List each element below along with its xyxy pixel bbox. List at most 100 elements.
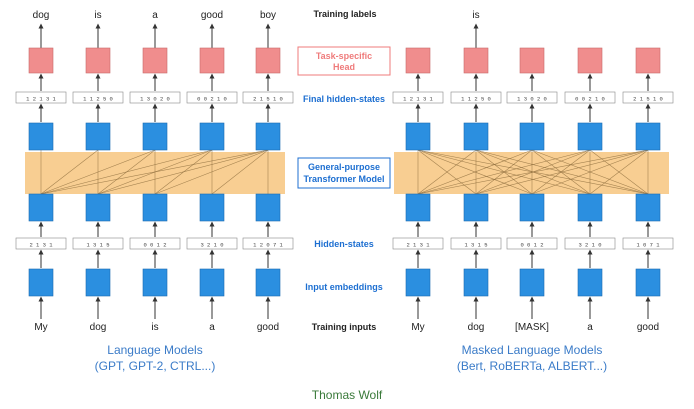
right-hidden-vector-values: 1 0 7 1 <box>636 242 660 249</box>
right-final-vector-values: 1 2 1 3 1 <box>403 96 433 103</box>
right-attention-line <box>417 149 533 195</box>
right-embedding-box <box>577 268 603 297</box>
left-training-label: good <box>201 10 223 21</box>
general-purpose-box <box>297 157 391 189</box>
right-final-vector-values: 0 0 2 1 0 <box>575 96 605 103</box>
right-transformer-top-box <box>463 122 489 151</box>
left-final-vector-values: 1 3 0 2 0 <box>140 96 170 103</box>
right-hidden-vector <box>564 237 616 250</box>
right-head-box <box>463 47 489 74</box>
right-embedding-box <box>635 268 661 297</box>
left-head-box <box>28 47 54 74</box>
right-caption-line2: (Bert, RoBERTa, ALBERT...) <box>457 359 607 373</box>
right-transformer-bottom-box <box>463 193 489 222</box>
left-training-label: boy <box>260 10 276 21</box>
left-training-input: dog <box>90 322 107 333</box>
left-training-input: a <box>209 322 215 333</box>
right-training-input: a <box>587 322 593 333</box>
final-hidden-label: Final hidden-states <box>303 94 385 104</box>
left-transformer-bottom-box <box>199 193 225 222</box>
left-attention-line <box>40 149 213 195</box>
right-transformer-bottom-box <box>635 193 661 222</box>
left-hidden-vector <box>186 237 238 250</box>
left-transformer-bottom-box <box>142 193 168 222</box>
right-transformer-top-box <box>577 122 603 151</box>
right-attention-line <box>475 149 649 195</box>
left-final-vector-values: 0 0 2 1 0 <box>197 96 227 103</box>
right-attention-line <box>417 149 591 195</box>
left-hidden-vector-values: 1 3 1 5 <box>86 242 109 249</box>
right-hidden-vector-values: 1 3 1 5 <box>464 242 487 249</box>
left-transformer-bottom-box <box>85 193 111 222</box>
left-hidden-vector-values: 2 1 3 1 <box>29 242 53 249</box>
right-caption-line1: Masked Language Models <box>462 343 603 357</box>
right-column-5: 2 1 5 1 0 1 0 7 1 good <box>622 47 674 333</box>
input-embeddings-label: Input embeddings <box>305 282 383 292</box>
left-transformer-top-box <box>142 122 168 151</box>
left-attention-line <box>40 149 156 195</box>
right-attention-line <box>417 149 649 195</box>
left-embedding-box <box>28 268 54 297</box>
right-head-box <box>635 47 661 74</box>
credit: Thomas Wolf <box>311 388 383 402</box>
left-final-vector <box>129 91 181 104</box>
right-training-input: good <box>637 322 659 333</box>
left-embedding-box <box>255 268 281 297</box>
left-hidden-vector-values: 0 0 1 2 <box>143 242 166 249</box>
left-embedding-box <box>199 268 225 297</box>
right-transformer-top-box <box>635 122 661 151</box>
right-column-3: 1 3 0 2 00 0 1 2[MASK] <box>506 47 558 333</box>
left-hidden-vector <box>242 237 294 250</box>
right-final-vector-values: 1 1 2 5 0 <box>461 96 491 103</box>
left-attention-line <box>154 149 269 195</box>
left-transformer-top-box <box>199 122 225 151</box>
right-final-vector <box>622 91 674 104</box>
right-final-vector <box>564 91 616 104</box>
left-transformer-top-box <box>28 122 54 151</box>
right-embedding-box <box>405 268 431 297</box>
right-final-vector <box>392 91 444 104</box>
right-attention-line <box>589 149 649 195</box>
left-transformer-bottom-box <box>28 193 54 222</box>
left-transformer-top-box <box>85 122 111 151</box>
right-embedding-box <box>519 268 545 297</box>
right-hidden-vector <box>506 237 558 250</box>
left-training-label: is <box>94 10 101 21</box>
left-caption-line2: (GPT, GPT-2, CTRL...) <box>95 359 216 373</box>
left-final-vector <box>72 91 124 104</box>
left-training-input: My <box>34 322 47 333</box>
task-head-box <box>297 46 391 76</box>
center-labels: Training labels Task-specific Head Final… <box>297 9 391 332</box>
left-attention-line <box>40 149 99 195</box>
task-head-label-line2: Head <box>333 62 355 72</box>
left-attention-lines <box>40 149 269 195</box>
right-final-vector-values: 1 3 0 2 0 <box>517 96 547 103</box>
training-inputs-label: Training inputs <box>312 322 377 332</box>
left-final-vector-values: 1 2 1 3 1 <box>26 96 56 103</box>
left-final-vector <box>186 91 238 104</box>
left-embedding-box <box>85 268 111 297</box>
left-final-vector <box>15 91 67 104</box>
right-training-label: is <box>472 10 479 21</box>
left-hidden-vector-values: 3 2 1 0 <box>200 242 223 249</box>
right-hidden-vector <box>450 237 502 250</box>
right-final-vector-values: 2 1 5 1 0 <box>633 96 663 103</box>
left-head-box <box>255 47 281 74</box>
left-hidden-vector-values: 1 2 0 7 1 <box>253 242 283 249</box>
right-column-1: 1 2 1 3 12 1 3 1My <box>392 47 444 333</box>
right-embedding-box <box>463 268 489 297</box>
right-head-box <box>577 47 603 74</box>
right-column-4: 0 0 2 1 03 2 1 0a <box>564 47 616 333</box>
left-column-4: good 0 0 2 1 0 3 2 1 0 a <box>186 10 238 333</box>
left-caption-line1: Language Models <box>107 343 202 357</box>
left-training-input: good <box>257 322 279 333</box>
right-hidden-vector-values: 2 1 3 1 <box>406 242 430 249</box>
right-transformer-bottom-box <box>577 193 603 222</box>
hidden-states-label: Hidden-states <box>314 239 374 249</box>
left-column-3: a1 3 0 2 00 0 1 2is <box>129 10 181 333</box>
left-final-vector-values: 2 1 5 1 0 <box>253 96 283 103</box>
